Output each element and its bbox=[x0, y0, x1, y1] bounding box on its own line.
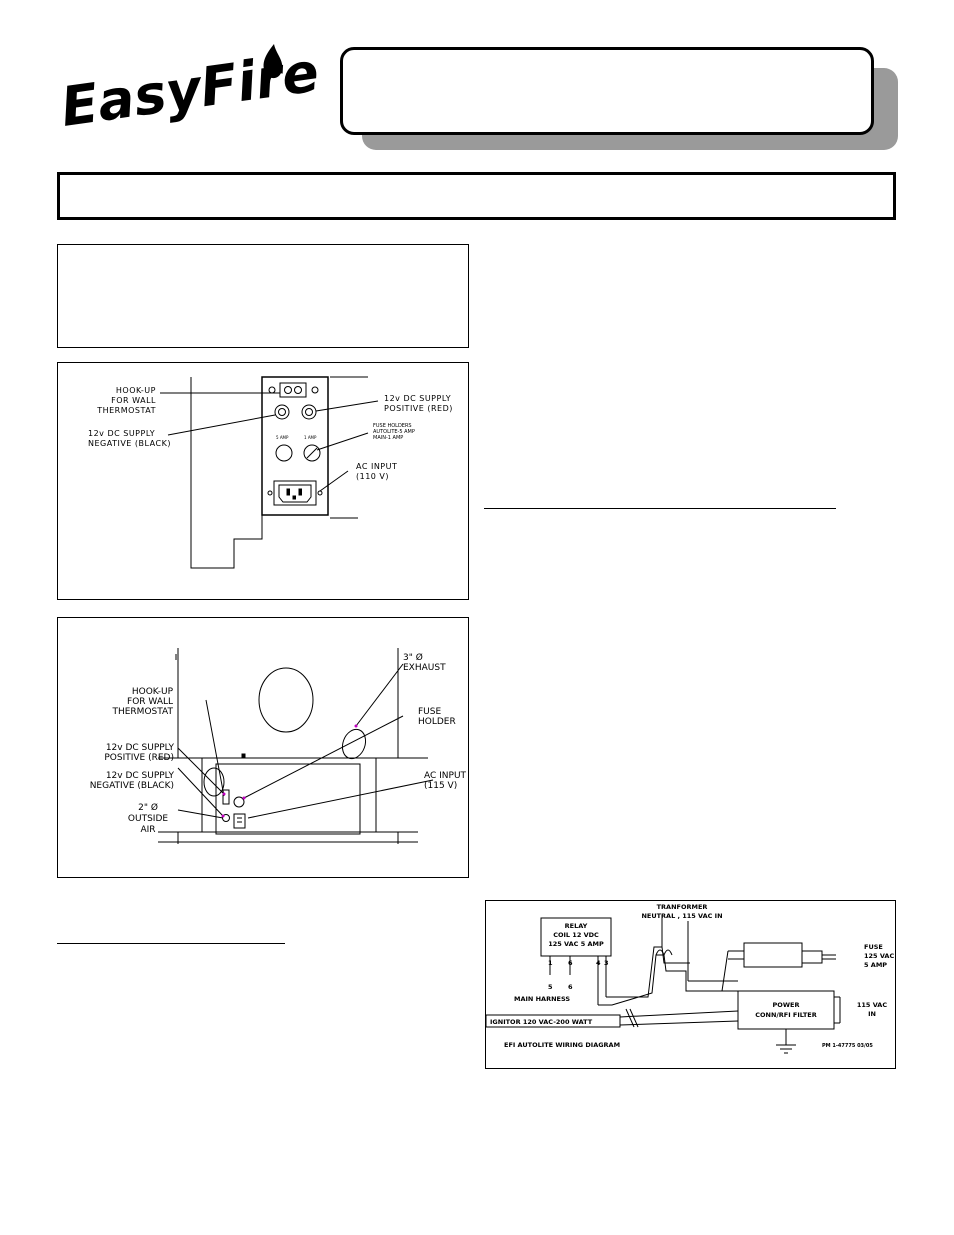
callout-ac-line2: (110 V) bbox=[356, 472, 389, 481]
callout-negative-line1: 12v DC SUPPLY bbox=[88, 429, 155, 438]
notice-box bbox=[57, 244, 469, 348]
flame-icon bbox=[263, 44, 283, 79]
power-label-line2: CONN/RFI FILTER bbox=[755, 1011, 816, 1019]
callout-fuse-holder-line1: FUSE bbox=[418, 707, 441, 717]
relay-pin-6: 6 bbox=[568, 959, 573, 967]
vac-in-line1: 115 VAC bbox=[857, 1001, 887, 1009]
callout-fuse-line1: FUSE HOLDERS bbox=[373, 423, 412, 429]
wiring-diagram-drawing: RELAY COIL 12 VDC 125 VAC 5 AMP 1 6 4 3 … bbox=[485, 903, 894, 1054]
relay-label-line2: COIL 12 VDC bbox=[553, 931, 599, 939]
vac-in-line2: IN bbox=[868, 1010, 876, 1018]
section-header-bar bbox=[57, 172, 896, 220]
callout-exhaust-line1: 3" Ø bbox=[403, 652, 423, 663]
fuse-label-line1: FUSE bbox=[864, 943, 883, 951]
callout-hookup2-line2: FOR WALL bbox=[127, 697, 173, 707]
rear-panel-figure: HOOK-UP FOR WALL THERMOSTAT 12v DC SUPPL… bbox=[57, 362, 469, 600]
callout-positive-line2: POSITIVE (RED) bbox=[384, 404, 453, 413]
harness-pin-5: 5 bbox=[548, 983, 553, 991]
title-box bbox=[340, 47, 874, 135]
harness-pin-6: 6 bbox=[568, 983, 573, 991]
callout-hookup2-line3: THERMOSTAT bbox=[111, 707, 173, 717]
wiring-diagram-title: EFI AUTOLITE WIRING DIAGRAM bbox=[504, 1041, 620, 1049]
ignitor-label: IGNITOR 120 VAC-200 WATT bbox=[490, 1018, 593, 1026]
easyfire-logo: EasyFire bbox=[60, 40, 320, 138]
section-rule bbox=[484, 508, 836, 509]
transformer-label-line2: NEUTRAL , 115 VAC IN bbox=[641, 912, 722, 920]
callout-ac-line1: AC INPUT bbox=[356, 462, 397, 471]
fuse-label-5amp: 5 AMP bbox=[276, 435, 289, 440]
callout-outside-line2: OUTSIDE bbox=[128, 814, 168, 824]
callout-ac2-line1: AC INPUT bbox=[424, 771, 467, 781]
callout-hookup-line2: FOR WALL bbox=[111, 396, 156, 405]
relay-pin-4: 4 bbox=[596, 959, 601, 967]
main-harness-label: MAIN HARNESS bbox=[514, 995, 570, 1003]
callout-hookup-line1: HOOK-UP bbox=[116, 386, 156, 395]
callout-exhaust-line2: EXHAUST bbox=[403, 663, 446, 673]
callout-negative2-line1: 12v DC SUPPLY bbox=[106, 771, 175, 781]
rear-panel-drawing: HOOK-UP FOR WALL THERMOSTAT 12v DC SUPPL… bbox=[88, 376, 453, 569]
callout-negative-line2: NEGATIVE (BLACK) bbox=[88, 439, 171, 448]
callout-outside-line3: AIR bbox=[140, 825, 155, 835]
transformer-label-line1: TRANFORMER bbox=[657, 903, 708, 911]
relay-pin-3: 3 bbox=[604, 959, 609, 967]
relay-label-line1: RELAY bbox=[565, 922, 588, 930]
fuse-label-line3: 5 AMP bbox=[864, 961, 887, 969]
callout-ac2-line2: (115 V) bbox=[424, 781, 457, 791]
callout-hookup-line3: THERMOSTAT bbox=[96, 406, 156, 415]
callout-hookup2-line1: HOOK-UP bbox=[132, 687, 174, 697]
logo-text: EasyFire bbox=[60, 40, 320, 138]
wiring-diagram-figure: RELAY COIL 12 VDC 125 VAC 5 AMP 1 6 4 3 … bbox=[485, 900, 896, 1069]
section-rule bbox=[57, 943, 285, 944]
callout-negative2-line2: NEGATIVE (BLACK) bbox=[90, 781, 174, 791]
side-view-drawing: 3" Ø EXHAUST FUSE HOLDER HOOK-UP FOR WAL… bbox=[90, 648, 467, 844]
power-label-line1: POWER bbox=[773, 1001, 800, 1009]
callout-fuse-line3: MAIN-1 AMP bbox=[373, 435, 403, 441]
side-view-figure: 3" Ø EXHAUST FUSE HOLDER HOOK-UP FOR WAL… bbox=[57, 617, 469, 878]
relay-pin-1: 1 bbox=[548, 959, 553, 967]
callout-outside-line1: 2" Ø bbox=[138, 802, 158, 813]
fuse-label-line2: 125 VAC bbox=[864, 952, 894, 960]
callout-positive2-line1: 12v DC SUPPLY bbox=[106, 743, 175, 753]
callout-fuse-line2: AUTOLITE-5 AMP bbox=[373, 429, 415, 435]
relay-label-line3: 125 VAC 5 AMP bbox=[548, 940, 604, 948]
part-number: PM 1-47775 03/05 bbox=[822, 1043, 873, 1049]
callout-positive-line1: 12v DC SUPPLY bbox=[384, 394, 451, 403]
fuse-label-1amp: 1 AMP bbox=[304, 435, 317, 440]
callout-fuse-holder-line2: HOLDER bbox=[418, 717, 456, 727]
callout-positive2-line2: POSITIVE (RED) bbox=[104, 753, 174, 763]
